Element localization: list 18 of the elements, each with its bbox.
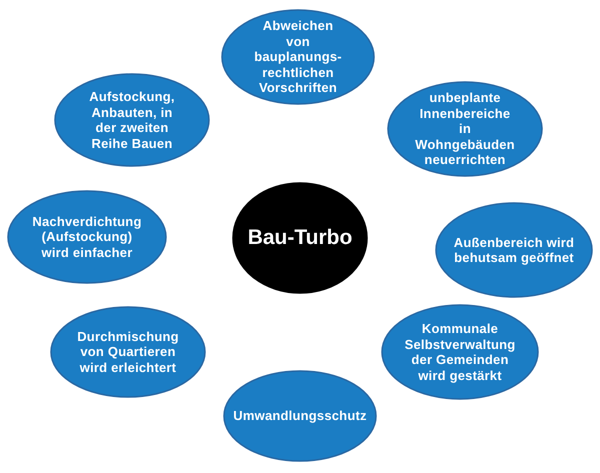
topic-label: Aufstockung, Anbauten, in der zweiten Reihe Bauen xyxy=(88,89,176,151)
topic-label: unbeplante Innenbereiche in Wohngebäuden neuerrichten xyxy=(414,90,516,168)
topic-bubble xyxy=(223,370,377,462)
central-label: Bau-Turbo xyxy=(248,226,352,250)
topic-label: Umwandlungsschutz xyxy=(233,408,367,424)
topic-label: Nachverdichtung (Aufstockung) wird einfacher xyxy=(31,214,143,260)
topic-label: Abweichen von bauplanungs-rechtlichen Vorschriften xyxy=(253,18,343,96)
central-bubble xyxy=(232,182,368,294)
topic-bubble xyxy=(387,81,543,177)
topic-bubble xyxy=(381,304,539,400)
topic-label: Kommunale Selbstverwaltung der Gemeinden wird gestärkt xyxy=(404,321,516,383)
topic-bubble xyxy=(435,202,593,298)
topic-bubble xyxy=(7,190,167,284)
topic-bubble xyxy=(50,306,206,398)
topic-label: Außenbereich wird behutsam geöffnet xyxy=(453,234,575,266)
topic-bubble xyxy=(54,73,210,167)
topic-label: Durchmischung von Quartieren wird erleichtert xyxy=(76,328,180,376)
topic-bubble xyxy=(221,9,375,105)
